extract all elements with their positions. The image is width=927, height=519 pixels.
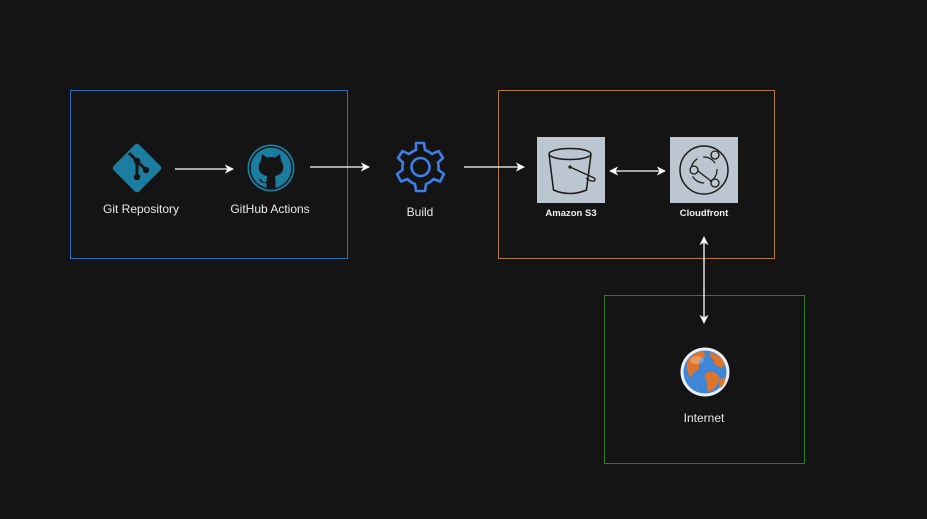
cloudfront-label: Cloudfront — [679, 208, 729, 219]
globe-icon — [680, 347, 730, 397]
git-repository-label: Git Repository — [102, 202, 180, 216]
s3-bucket-icon — [537, 137, 605, 203]
cloudfront-icon — [670, 137, 738, 203]
aws-group — [498, 90, 775, 259]
git-icon — [112, 143, 162, 193]
internet-label: Internet — [683, 411, 725, 425]
github-icon — [247, 144, 295, 192]
build-label: Build — [406, 205, 434, 219]
amazon-s3-label: Amazon S3 — [545, 208, 597, 219]
gear-icon — [395, 141, 446, 193]
source-control-group — [70, 90, 348, 259]
github-actions-label: GitHub Actions — [230, 202, 310, 216]
